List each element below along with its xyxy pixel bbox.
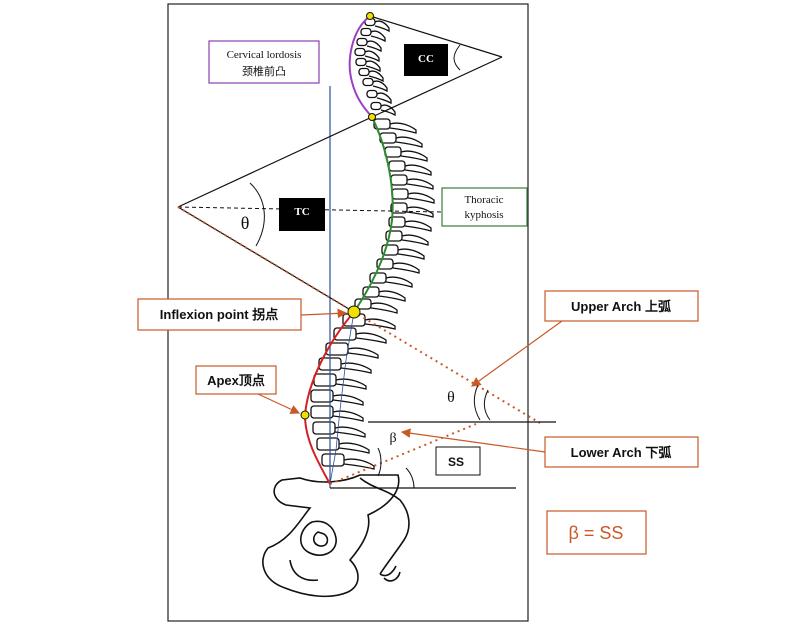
vertebra-icon: [355, 57, 367, 67]
spinous-process-icon: [332, 394, 364, 406]
spinous-process-icon: [397, 248, 425, 260]
spinous-process-icon: [404, 164, 432, 176]
lower-arch-arrow: [400, 428, 546, 453]
spinous-process-icon: [385, 276, 413, 288]
thoracic-curve: [353, 116, 394, 313]
beta-label: β: [389, 431, 396, 446]
lower-arch-callout-label: Lower Arch 下弧: [571, 445, 672, 460]
cc-angle-arc: [453, 44, 461, 71]
spinous-process-icon: [378, 290, 406, 302]
spinous-process-icon: [343, 458, 375, 470]
apex-callout-label: Apex顶点: [207, 373, 265, 388]
spinous-process-icon: [355, 332, 387, 344]
spinous-process-icon: [401, 234, 429, 246]
beta-equation-box: [546, 510, 647, 555]
spinous-process-icon: [370, 30, 386, 43]
beta-equation-label: β = SS: [569, 523, 624, 543]
spinous-process-icon: [364, 318, 396, 330]
sagittal-helper-line: [329, 311, 355, 485]
inflexion-point-marker: [347, 305, 361, 319]
horizontal-dashed-line: [177, 206, 443, 213]
vertebra-icon: [366, 89, 378, 99]
theta-left-label: θ: [241, 213, 250, 233]
spinous-process-icon: [374, 20, 390, 33]
thoracic-label-box: [441, 187, 528, 227]
spinous-process-icon: [406, 206, 434, 218]
ss-label-box: [435, 446, 481, 476]
spinous-process-icon: [404, 220, 432, 232]
tc-label-box: [279, 198, 325, 231]
inflexion-callout-label: Inflexion point 拐点: [160, 307, 278, 322]
spinous-process-icon: [364, 50, 380, 63]
tc-label: TC: [294, 206, 309, 218]
cc-line-lower: [371, 56, 503, 118]
apex-marker: [300, 410, 310, 420]
thoracic-label-line2: kyphosis: [464, 209, 503, 221]
upper-arch-callout-box: [544, 290, 699, 322]
spinous-process-icon: [389, 122, 417, 134]
spinous-process-icon: [365, 60, 381, 73]
cc-label-box: [404, 44, 448, 76]
spinous-process-icon: [368, 70, 384, 83]
spinous-process-icon: [372, 80, 388, 93]
vertebra-icon: [321, 453, 345, 467]
vertebra-icon: [312, 421, 336, 435]
thoracic-label-line1: Thoracic: [464, 194, 503, 206]
inflexion-arrow: [300, 308, 348, 319]
beta-arc: [377, 447, 382, 477]
vertebra-icon: [388, 160, 406, 172]
cervical-label-zh: 颈椎前凸: [242, 64, 286, 78]
spinous-process-icon: [400, 150, 428, 162]
vertebra-icon: [370, 101, 382, 111]
cervical-curve: [348, 15, 373, 118]
vertebra-icon: [390, 174, 408, 186]
vertebra-icon: [358, 67, 370, 77]
spinous-process-icon: [334, 426, 366, 438]
spinous-process-icon: [338, 442, 370, 454]
inflexion-callout-box: [137, 298, 302, 331]
lower-arch-callout-box: [544, 436, 699, 468]
spinous-process-icon: [370, 302, 398, 314]
spinous-process-icon: [347, 347, 379, 359]
spinous-process-icon: [395, 136, 423, 148]
vertebra-icon: [360, 27, 372, 37]
ss-label: SS: [448, 455, 464, 469]
spinous-process-icon: [392, 262, 420, 274]
cc-line-upper: [369, 15, 503, 58]
cervical-label-en: Cervical lordosis: [227, 49, 302, 61]
spinous-process-icon: [332, 410, 364, 422]
vertebra-icon: [384, 146, 402, 158]
vertebra-icon: [391, 188, 409, 200]
spinous-process-icon: [366, 40, 382, 53]
spinous-process-icon: [376, 92, 392, 105]
vertebra-icon: [354, 47, 366, 57]
theta-right-label: θ: [447, 389, 455, 406]
tc-line-upper: [177, 116, 373, 208]
tc-angle-arc: [249, 182, 265, 247]
pelvis-outline: [262, 474, 410, 598]
apex-callout-box: [195, 365, 277, 395]
cervical-top-marker: [366, 12, 374, 20]
theta-right-arc-1: [473, 384, 481, 421]
dotted-line-lower-arch: [329, 423, 477, 485]
vertebra-icon: [362, 77, 374, 87]
spinous-process-icon: [407, 192, 435, 204]
cervical-label-box: [208, 40, 320, 84]
apex-arrow: [257, 393, 301, 414]
spinous-process-icon: [406, 178, 434, 190]
spinous-process-icon: [335, 378, 367, 390]
upper-arch-callout-label: Upper Arch 上弧: [571, 299, 671, 314]
spinous-process-icon: [340, 362, 372, 374]
vertebra-icon: [316, 437, 340, 451]
vertebra-icon: [313, 373, 337, 387]
cc-label: CC: [418, 53, 434, 65]
c7-marker: [368, 113, 376, 121]
ss-arc: [405, 467, 415, 489]
upper-arch-arrow: [471, 320, 563, 387]
theta-right-arc-2: [483, 389, 491, 421]
vertebra-icon: [356, 37, 368, 47]
